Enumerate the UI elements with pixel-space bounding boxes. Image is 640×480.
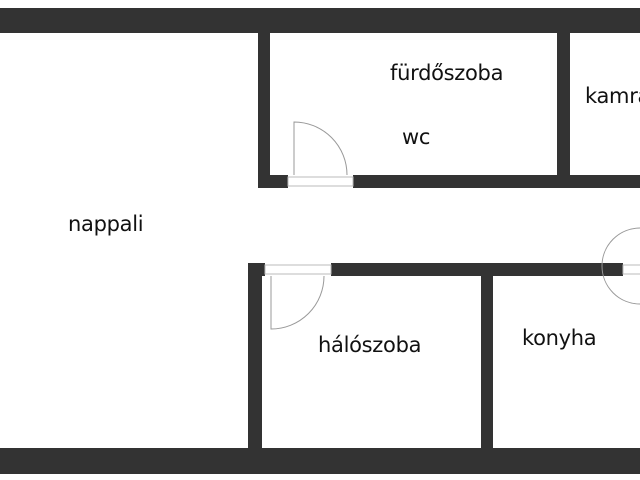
wall-bathroom-bottom-a xyxy=(258,175,288,188)
room-label-bathroom: fürdőszoba xyxy=(390,61,504,85)
door-bedroom xyxy=(270,275,325,330)
wall-bedroom-top-b xyxy=(331,263,623,276)
door-wc xyxy=(293,121,348,176)
wall-bedroom-left xyxy=(248,263,262,449)
room-label-wc: wc xyxy=(402,125,431,149)
wall-bedroom-kitchen-divider xyxy=(481,276,493,449)
wall-bathroom-left xyxy=(258,33,270,188)
wall-bathroom-bottom-b xyxy=(353,175,640,188)
door-kitchen xyxy=(601,227,640,305)
room-label-pantry: kamra xyxy=(585,84,640,108)
room-label-kitchen: konyha xyxy=(522,326,597,350)
wall-bathroom-pantry-divider xyxy=(557,33,570,178)
wall-top xyxy=(0,8,640,33)
wall-bottom xyxy=(0,448,640,474)
room-label-living: nappali xyxy=(68,212,144,236)
room-label-bedroom: hálószoba xyxy=(318,333,422,357)
